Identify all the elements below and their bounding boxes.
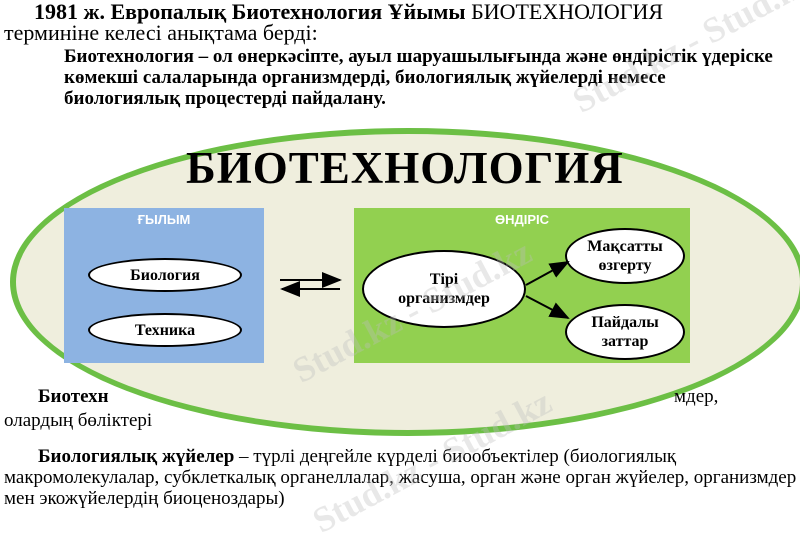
production-source-ellipse: Тірі организмдер [362, 250, 526, 328]
intro-line-1: 1981 ж. Европалық Биотехнология Ұйымы БИ… [34, 0, 663, 24]
definition-text: Биотехнология – ол өнеркәсіпте, ауыл шар… [64, 46, 773, 109]
partial-line-2-start: олардың бөліктері [4, 410, 153, 431]
science-item-technics: Техника [88, 313, 242, 347]
partial-line-1-end: мдер, [674, 386, 719, 407]
science-label: ҒЫЛЫМ [137, 212, 191, 227]
science-item-biology: Биология [88, 258, 242, 292]
production-target-modify: Мақсатты өзгерту [565, 228, 685, 284]
intro-normal: БИОТЕХНОЛОГИЯ [465, 0, 664, 24]
bio-systems-paragraph: Биологиялық жүйелер – түрлі деңгейле күр… [4, 446, 800, 509]
intro-line-2: терминіне келесі анықтама берді: [4, 20, 318, 45]
bio-systems-term: Биологиялық жүйелер [38, 446, 235, 467]
arrow-up-right [525, 261, 570, 286]
arrow-down-right [525, 295, 570, 319]
intro-bold: 1981 ж. Европалық Биотехнология Ұйымы [34, 0, 466, 24]
partial-line-1-start: Биотехн [38, 386, 109, 407]
production-target-useful: Пайдалы заттар [565, 304, 685, 360]
diagram-title: БИОТЕХНОЛОГИЯ [186, 143, 624, 193]
diagram-arrows [280, 261, 570, 319]
bio-systems-text: – түрлі деңгейле күрделі биообъектілер (… [4, 446, 797, 509]
production-label: ӨНДІРІС [494, 212, 550, 227]
